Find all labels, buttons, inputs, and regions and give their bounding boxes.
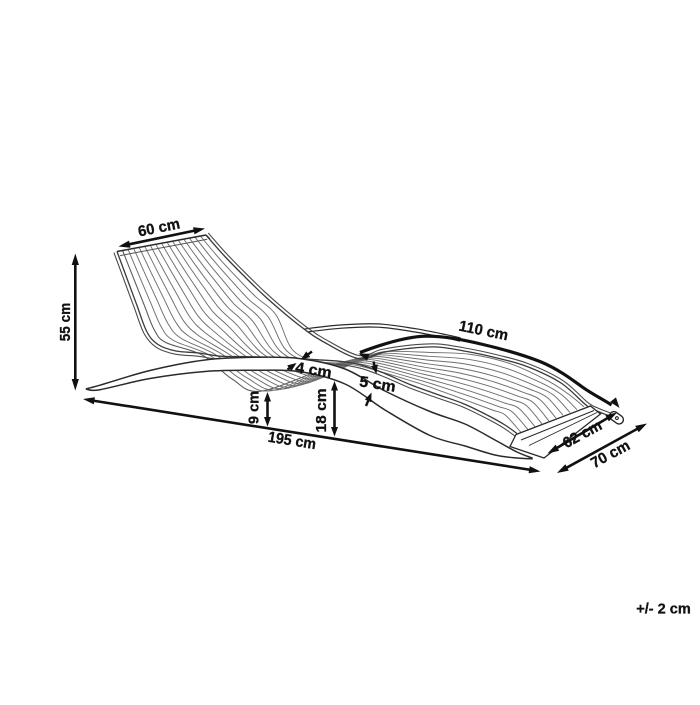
- svg-text:+/- 2 cm: +/- 2 cm: [636, 601, 691, 618]
- svg-text:55 cm: 55 cm: [57, 303, 74, 342]
- svg-text:5 cm: 5 cm: [358, 373, 397, 396]
- svg-text:9 cm: 9 cm: [246, 391, 263, 424]
- svg-text:4 cm: 4 cm: [294, 359, 333, 382]
- svg-text:18 cm: 18 cm: [313, 389, 330, 433]
